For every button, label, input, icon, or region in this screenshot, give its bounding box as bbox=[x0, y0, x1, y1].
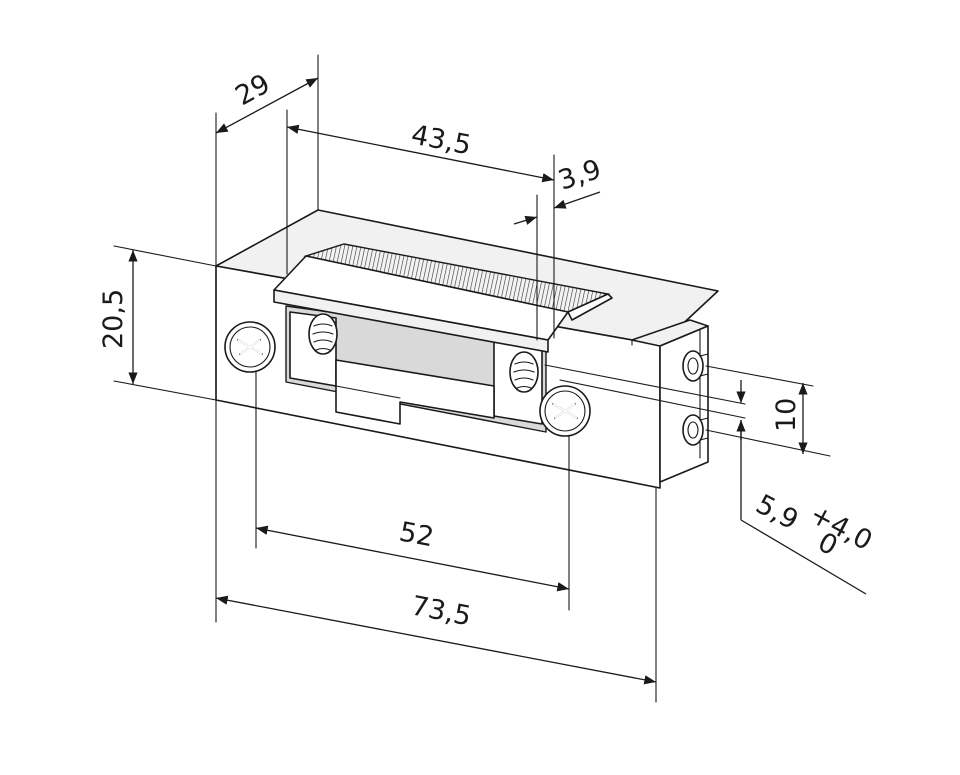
connector-terminal-upper bbox=[682, 350, 709, 382]
label-height: 20,5 bbox=[98, 289, 129, 349]
screw-left bbox=[224, 321, 276, 373]
screw-right bbox=[539, 385, 591, 437]
latch-spring-right bbox=[509, 351, 539, 393]
label-connector-spacing: 10 bbox=[771, 398, 802, 432]
label-tolerance-nominal: 5,9 bbox=[751, 489, 803, 537]
extension-lines bbox=[113, 54, 831, 703]
latch-top-plate-edge bbox=[273, 289, 549, 353]
label-length-to-latch: 43,5 bbox=[409, 119, 474, 161]
label-overall-length: 73,5 bbox=[409, 590, 474, 632]
connector-terminal-lower bbox=[682, 414, 709, 446]
dim-line-depth bbox=[215, 77, 319, 134]
label-screw-spacing: 52 bbox=[397, 516, 437, 553]
latch-spring-left bbox=[308, 313, 338, 355]
label-latch-offset: 3,9 bbox=[555, 154, 605, 197]
dim-line-screw-spacing bbox=[255, 525, 570, 592]
label-depth: 29 bbox=[230, 68, 275, 112]
dimension-lines bbox=[128, 77, 867, 685]
body-end-block-side bbox=[659, 325, 709, 483]
latch-assembly bbox=[273, 243, 613, 433]
dim-line-length-to-latch bbox=[286, 124, 555, 183]
dim-line-overall-length bbox=[215, 595, 657, 685]
dim-line-latch-offset bbox=[513, 215, 538, 225]
latch-top-plate-lip bbox=[567, 293, 613, 321]
